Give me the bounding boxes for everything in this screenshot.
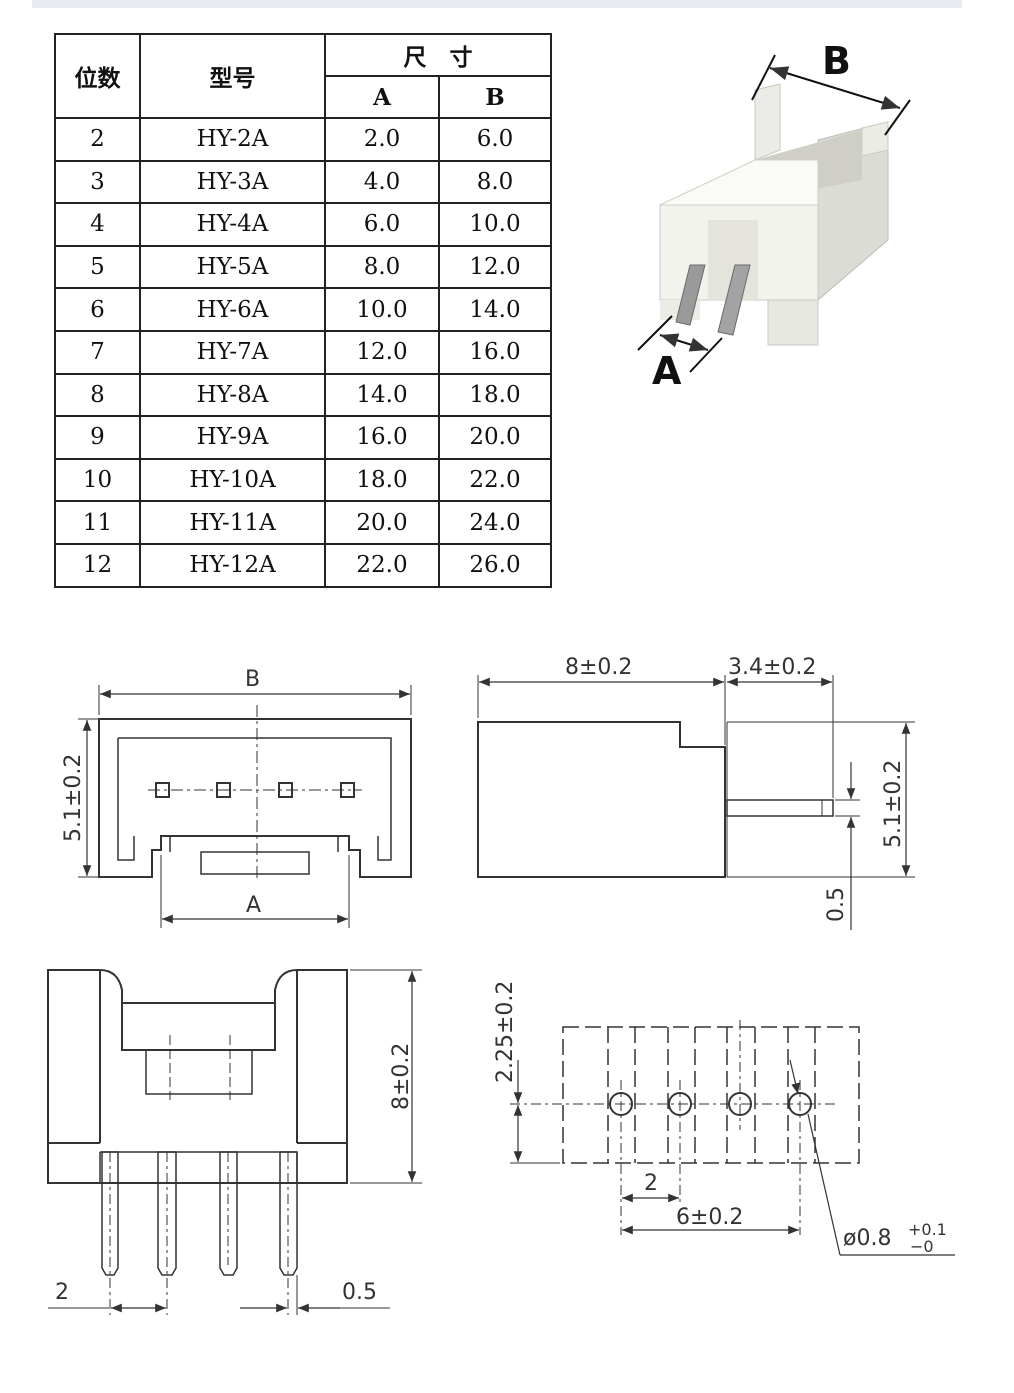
front-b-label: B [245, 667, 260, 692]
row-b-cell: 6.0 [438, 117, 552, 162]
row-a-cell: 4.0 [324, 159, 440, 205]
row-a-cell: 22.0 [324, 542, 440, 588]
row-model-cell: HY-10A [139, 457, 326, 503]
row-b-cell: 14.0 [438, 287, 552, 332]
header-a: A [324, 75, 440, 119]
header-positions: 位数 [54, 33, 141, 119]
rear-pin-width-label: 0.5 [342, 1280, 377, 1305]
row-model-cell: HY-6A [139, 287, 326, 332]
side-length-label: 8±0.2 [565, 655, 632, 680]
row-b-cell: 24.0 [438, 500, 552, 545]
row-a-cell: 10.0 [324, 287, 440, 332]
rear-height-label: 8±0.2 [389, 1043, 414, 1110]
row-model-cell: HY-5A [139, 244, 326, 290]
footprint-tol-plus: +0.1 [908, 1220, 947, 1239]
row-a-cell: 14.0 [324, 372, 440, 418]
row-positions-cell: 8 [54, 372, 141, 418]
rear-view-drawing [47, 969, 422, 1315]
row-b-cell: 12.0 [438, 244, 552, 290]
rear-pitch-label: 2 [55, 1280, 69, 1305]
front-a-label: A [246, 893, 261, 918]
row-model-cell: HY-4A [139, 202, 326, 247]
row-b-cell: 10.0 [438, 202, 552, 247]
header-b: B [438, 75, 552, 119]
row-model-cell: HY-7A [139, 329, 326, 375]
row-model-cell: HY-2A [139, 117, 326, 162]
row-b-cell: 16.0 [438, 329, 552, 375]
row-positions-cell: 5 [54, 244, 141, 290]
row-model-cell: HY-11A [139, 500, 326, 545]
row-positions-cell: 6 [54, 287, 141, 332]
row-b-cell: 26.0 [438, 542, 552, 588]
side-pin-offset-label: 0.5 [824, 887, 849, 922]
row-positions-cell: 10 [54, 457, 141, 503]
front-height-label: 5.1±0.2 [61, 754, 86, 842]
row-a-cell: 8.0 [324, 244, 440, 290]
row-b-cell: 20.0 [438, 415, 552, 460]
row-positions-cell: 4 [54, 202, 141, 247]
front-view-drawing [78, 685, 412, 928]
pcb-footprint-drawing [510, 1020, 955, 1256]
photo-label-a: A [652, 349, 682, 393]
header-model: 型号 [139, 33, 326, 119]
row-a-cell: 16.0 [324, 415, 440, 460]
connector-photo: B A [637, 39, 911, 393]
row-b-cell: 8.0 [438, 159, 552, 205]
top-bar [32, 0, 962, 8]
row-a-cell: 20.0 [324, 500, 440, 545]
row-a-cell: 2.0 [324, 117, 440, 162]
row-positions-cell: 12 [54, 542, 141, 588]
row-model-cell: HY-9A [139, 415, 326, 460]
row-a-cell: 12.0 [324, 329, 440, 375]
row-positions-cell: 9 [54, 415, 141, 460]
side-height-label: 5.1±0.2 [881, 760, 906, 848]
row-positions-cell: 11 [54, 500, 141, 545]
footprint-pitch-label: 2 [644, 1171, 658, 1196]
row-b-cell: 18.0 [438, 372, 552, 418]
row-a-cell: 18.0 [324, 457, 440, 503]
row-b-cell: 22.0 [438, 457, 552, 503]
footprint-hole-label: ø0.8 [843, 1226, 891, 1251]
footprint-offset-label: 2.25±0.2 [493, 981, 518, 1083]
row-model-cell: HY-12A [139, 542, 326, 588]
row-model-cell: HY-8A [139, 372, 326, 418]
photo-label-b: B [822, 39, 851, 83]
side-pin-out-label: 3.4±0.2 [728, 655, 816, 680]
row-model-cell: HY-3A [139, 159, 326, 205]
row-positions-cell: 3 [54, 159, 141, 205]
header-size: 尺 寸 [324, 33, 552, 77]
row-a-cell: 6.0 [324, 202, 440, 247]
row-positions-cell: 2 [54, 117, 141, 162]
footprint-tol-minus: −0 [910, 1237, 934, 1256]
row-positions-cell: 7 [54, 329, 141, 375]
side-view-drawing [477, 675, 915, 930]
footprint-span-label: 6±0.2 [676, 1205, 743, 1230]
